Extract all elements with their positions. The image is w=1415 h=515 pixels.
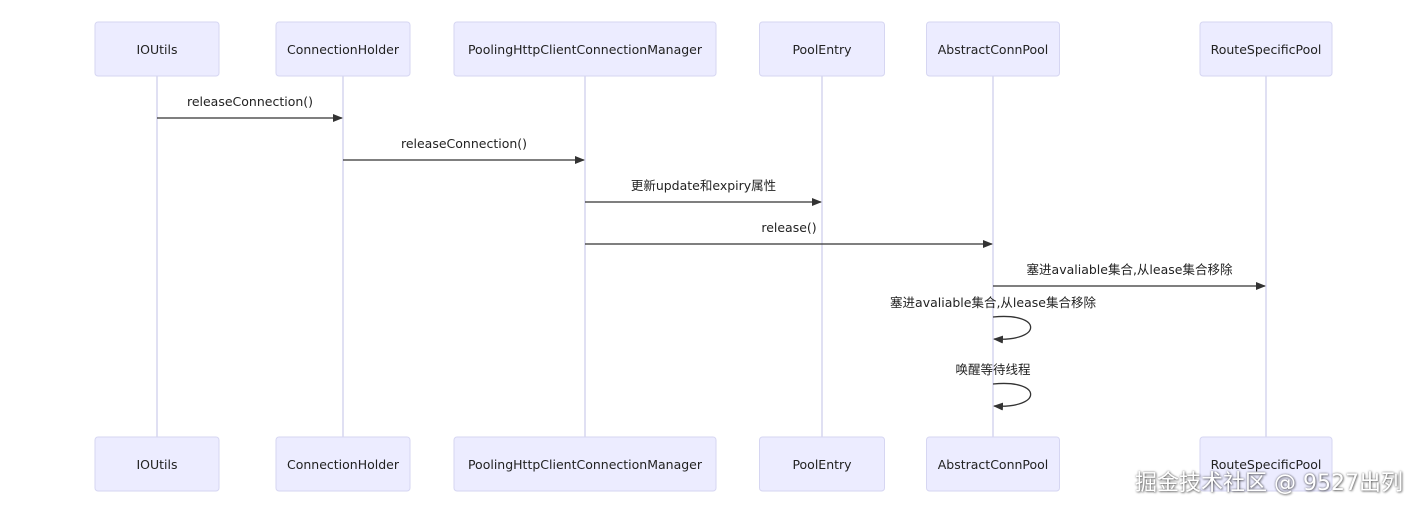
actor-box-entry-top: PoolEntry [759,21,885,77]
actor-label-pool-top: AbstractConnPool [938,42,1049,57]
actor-box-pool-bottom: AbstractConnPool [926,436,1060,492]
actor-label-route-bottom: RouteSpecificPool [1211,457,1322,472]
actor-box-ioutils-top: IOUtils [94,21,220,77]
message-label: 更新update和expiry属性 [631,178,776,193]
actor-box-holder-top: ConnectionHolder [275,21,411,77]
self-message-arrow [992,382,1032,411]
actor-rect-pool-top [926,21,1060,77]
actor-rect-route-top [1199,21,1333,77]
actor-rect-ioutils-bottom [94,436,220,492]
actor-box-manager-bottom: PoolingHttpClientConnectionManager [453,436,717,492]
actor-box-route-bottom: RouteSpecificPool [1199,436,1333,492]
message-label: 唤醒等待线程 [955,362,1031,377]
message-label: release() [761,220,816,235]
actor-label-ioutils-top: IOUtils [136,42,177,57]
actor-box-ioutils-bottom: IOUtils [94,436,220,492]
actor-rect-holder-bottom [275,436,411,492]
actor-label-manager-top: PoolingHttpClientConnectionManager [468,42,703,57]
message-label: 塞进avaliable集合,从lease集合移除 [1027,262,1233,277]
watermark-text: 掘金技术社区 @ 9527出列 [1135,471,1403,496]
actor-rect-route-bottom [1199,436,1333,492]
message-3: release() [585,220,993,248]
message-5: 塞进avaliable集合,从lease集合移除 [890,295,1096,344]
actor-label-entry-top: PoolEntry [792,42,852,57]
actor-label-manager-bottom: PoolingHttpClientConnectionManager [468,457,703,472]
message-label: 塞进avaliable集合,从lease集合移除 [890,295,1096,310]
actor-rect-pool-bottom [926,436,1060,492]
actor-label-pool-bottom: AbstractConnPool [938,457,1049,472]
message-2: 更新update和expiry属性 [585,178,822,206]
actor-box-entry-bottom: PoolEntry [759,436,885,492]
actor-label-holder-bottom: ConnectionHolder [287,457,400,472]
message-label: releaseConnection() [401,136,527,151]
actor-rect-manager-bottom [453,436,717,492]
actor-rect-ioutils-top [94,21,220,77]
actor-label-entry-bottom: PoolEntry [792,457,852,472]
actor-box-holder-bottom: ConnectionHolder [275,436,411,492]
self-message-arrow [992,315,1032,344]
actor-rect-holder-top [275,21,411,77]
message-6: 唤醒等待线程 [955,362,1032,411]
actor-label-holder-top: ConnectionHolder [287,42,400,57]
actor-rect-manager-top [453,21,717,77]
message-1: releaseConnection() [343,136,585,164]
actor-rect-entry-bottom [759,436,885,492]
actor-label-route-top: RouteSpecificPool [1211,42,1322,57]
actor-label-ioutils-bottom: IOUtils [136,457,177,472]
message-4: 塞进avaliable集合,从lease集合移除 [993,262,1266,290]
actor-box-route-top: RouteSpecificPool [1199,21,1333,77]
actor-box-manager-top: PoolingHttpClientConnectionManager [453,21,717,77]
message-0: releaseConnection() [157,94,343,122]
actor-rect-entry-top [759,21,885,77]
actor-box-pool-top: AbstractConnPool [926,21,1060,77]
message-label: releaseConnection() [187,94,313,109]
